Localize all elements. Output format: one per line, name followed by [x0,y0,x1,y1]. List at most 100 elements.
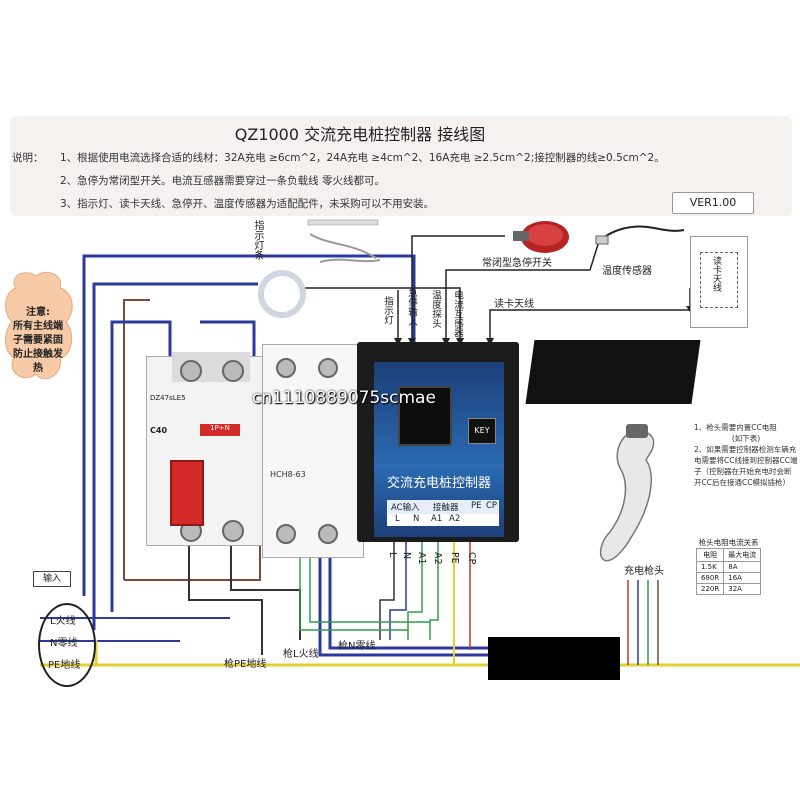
table-row: 1.5K 8A [695,561,762,573]
gun-l-line [318,550,500,657]
wire-a1 [407,540,423,640]
breaker-terminal-bottom-2 [222,520,244,542]
warning-line-1: 注意: [26,307,50,318]
temp-sensor-label: 温度传感器 [602,266,652,277]
term-head-pe: PE [471,501,482,511]
bottom-label-n: N [401,552,412,560]
term-row-a2: A2 [449,514,461,524]
input-lines-ring [38,603,96,687]
wire-label-ct: 电流互感器 [452,290,463,338]
warning-line-5: 热 [33,363,43,374]
led-strip-label: 指示灯条 [252,220,263,260]
resistor-table-caption: 枪头电阻电流关系 [698,538,759,547]
warning-line-2: 所有主线端 [13,321,63,332]
brown-wire-b [124,540,261,581]
table-cell: 680R [695,572,725,584]
wire-l-to-ctrl [379,540,395,640]
gun-n-label: 枪N零线 [338,641,376,652]
blue-loop-b [200,320,256,356]
brown-wire-a [123,299,150,580]
temperature-sensor-icon [595,225,685,245]
estop-wire [411,235,505,342]
contactor-terminal-bottom-1 [276,524,296,544]
plug-info-line-2: 2、如果需要控制器检测车辆充电需要将CC线接到控制器CC端子（控制器在开始充电时… [694,445,798,487]
current-transformer-icon [258,270,306,318]
term-row-l: L [395,514,400,524]
table-cell: 220R [695,583,725,595]
wire-a2 [429,540,439,640]
live-wire-outer [82,254,416,596]
warning-line-3: 子需要紧固 [13,335,63,346]
plug-info-box: 1、枪头需要内置CC电阻 (如下表) 2、如果需要控制器检测车辆充电需要将CC线… [694,422,798,530]
wire-label-temp: 温度探头 [430,290,441,328]
diagram-title: QZ1000 交流充电桩控制器 接线图 [234,125,486,144]
term-row-n: N [413,514,420,524]
breaker-rating-label: C40 [150,426,168,435]
breaker-terminal-top-2 [222,360,244,382]
wire-n-to-ctrl [389,540,407,640]
term-head-contactor: 接触器 [433,503,459,513]
controller-title: 交流充电桩控制器 [386,476,491,491]
resistor-table: 枪头电阻电流关系 电阻 最大电流 1.5K 8A 680R 16A 220R 3… [695,537,762,595]
input-tag: 输入 [33,571,71,587]
breaker-bot-1 [188,540,263,655]
gun-l-label: 枪L火线 [283,649,319,660]
circuit-breaker [146,356,268,546]
contactor-terminal-bottom-2 [318,524,338,544]
version-badge: VER1.00 [672,192,754,214]
table-row: 680R 16A [695,572,762,584]
table-header-row: 电阻 最大电流 [695,548,762,562]
table-header-current: 最大电流 [723,548,762,562]
breaker-terminal-top-1 [180,360,202,382]
bottom-label-a2: A2 [432,552,443,565]
breaker-toggle-switch [170,460,204,526]
redaction-box [488,637,620,680]
contactor-terminal-top-2 [318,358,338,378]
wire-label-led: 指示灯 [382,296,393,325]
contactor-terminal-top-1 [276,358,296,378]
rfid-antenna-label: 读卡天线 [711,256,721,292]
table-cell: 16A [723,572,762,584]
bottom-label-l: L [387,552,398,558]
rfid-antenna-coil [700,252,738,308]
contactor-a1 [299,550,408,631]
breaker-model-label: DZ47sLE5 [150,394,186,402]
bottom-label-cp: CP [466,552,477,565]
term-head-ac: AC输入 [391,503,420,513]
bottom-label-pe: PE [449,552,460,564]
controller-key-button[interactable]: KEY [468,418,496,444]
blue-loop-top [110,320,172,612]
terminal-header: AC输入 接触器 PE CP [387,500,499,514]
table-header-resistance: 电阻 [695,548,725,562]
table-cell: 8A [723,561,762,573]
table-row: 220R 32A [695,583,762,595]
terminal-row: L N A1 A2 [387,514,499,526]
notes-prefix: 说明： [12,152,44,164]
term-head-cp: CP [486,501,498,511]
plug-info-line-1b: (如下表) [731,434,761,443]
note-line-1: 1、根据使用电流选择合适的线材：32A充电 ≥6cm^2，24A充电 ≥4cm^… [60,152,665,164]
input-line-pe: PE地线 [48,660,81,671]
emergency-stop-icon [513,221,569,253]
term-row-a1: A1 [431,514,443,524]
breaker-pole-label: 1P+N [200,424,240,436]
led-strip-icon [307,219,381,263]
watermark-text: cn1110889075scmae [252,388,436,408]
contactor [262,344,364,558]
wire-label-estop: 急停输入 [406,288,417,326]
input-line-n: N零线 [50,638,78,649]
neutral-wire-outer [92,282,258,630]
gun-n-line [328,550,490,650]
wire-label-rfid: 读卡天线 [494,299,534,310]
plug-info-line-1: 1、枪头需要内置CC电阻 [694,423,777,432]
bottom-label-a1: A1 [416,552,427,565]
card-reader-panel [525,340,701,404]
note-line-2: 2、急停为常闭型开关。电流互感器需要穿过一条负载线 零火线都可。 [60,175,386,187]
rfid-antenna-icon [690,236,748,328]
charging-plug-icon [599,424,655,562]
contactor-model-label: HCH8-63 [270,470,306,479]
warning-cloud-shape [5,272,73,380]
note-line-3: 3、指示灯、读卡天线、急停开、温度传感器为适配配件，未采购可以不用安装。 [60,198,435,210]
input-line-l: L火线 [50,616,76,627]
